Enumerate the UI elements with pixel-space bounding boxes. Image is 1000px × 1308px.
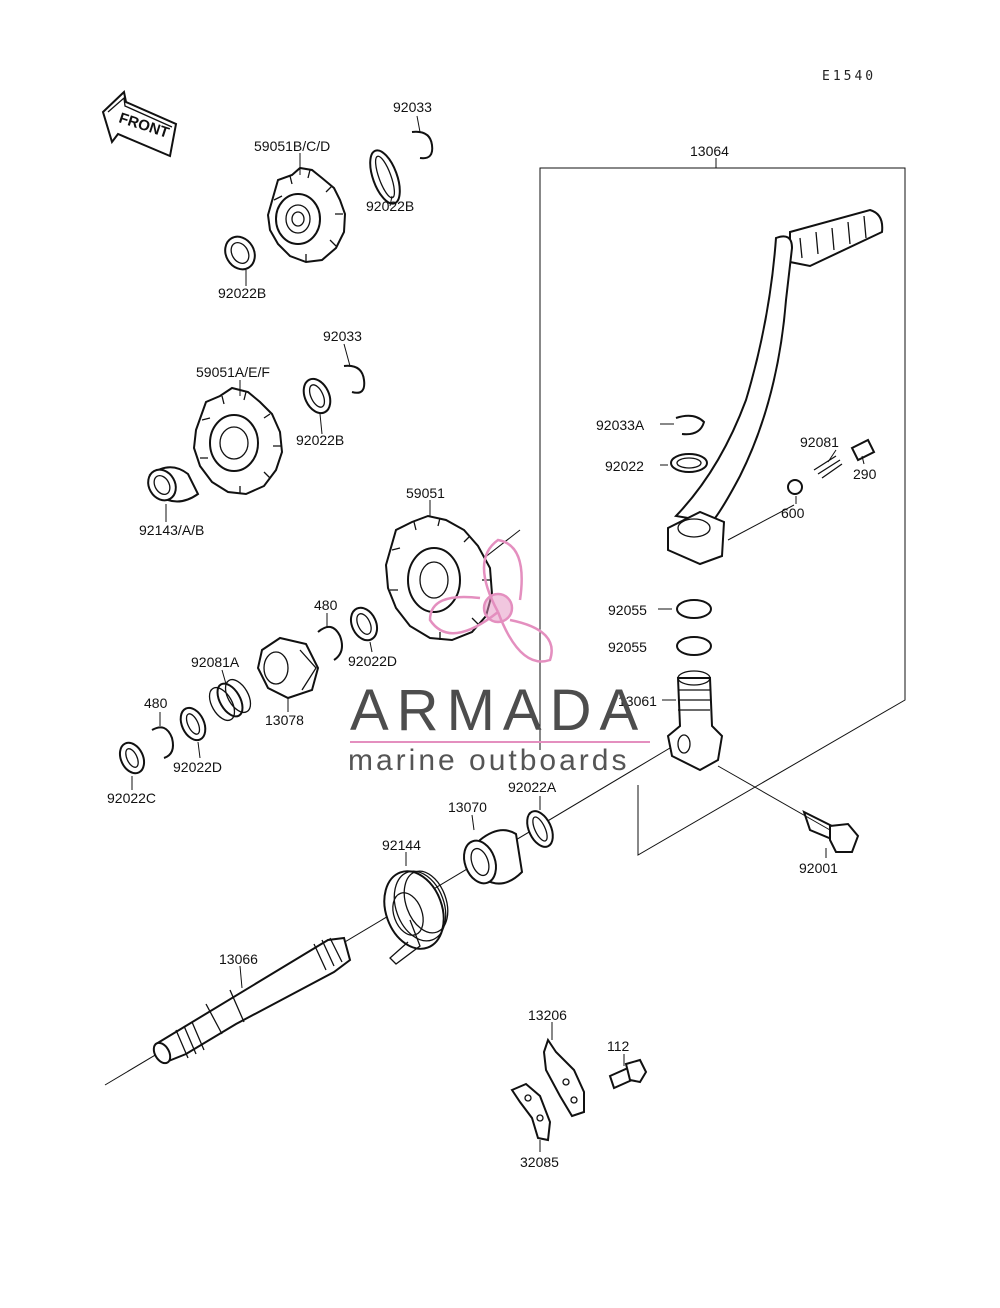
label-480-a: 480 bbox=[314, 597, 338, 613]
circlip-92033-mid bbox=[343, 364, 366, 394]
label-92081: 92081 bbox=[800, 434, 839, 450]
label-92001: 92001 bbox=[799, 860, 838, 876]
shaft-13061 bbox=[666, 670, 724, 772]
label-480-b: 480 bbox=[144, 695, 168, 711]
washer-92022b-mid bbox=[302, 377, 332, 415]
label-59051aef: 59051A/E/F bbox=[196, 364, 270, 380]
diagram-code: E1540 bbox=[822, 69, 876, 84]
washer-92022d-a bbox=[349, 606, 379, 642]
gear-59051aef bbox=[192, 386, 284, 496]
spring-92081 bbox=[813, 455, 843, 479]
label-13206: 13206 bbox=[528, 1007, 567, 1023]
front-arrow-icon: FRONT bbox=[101, 90, 178, 158]
cap-290 bbox=[850, 438, 876, 462]
washer-92022b-left bbox=[224, 235, 256, 271]
washer-92022 bbox=[670, 453, 708, 473]
spring-92081a bbox=[208, 678, 252, 722]
circlip-92033-top bbox=[411, 130, 434, 160]
label-92033a: 92033A bbox=[596, 417, 645, 433]
kick-shaft-13066 bbox=[152, 936, 352, 1065]
label-32085: 32085 bbox=[520, 1154, 559, 1170]
label-92022: 92022 bbox=[605, 458, 644, 474]
holder-13070 bbox=[463, 829, 524, 885]
label-13070: 13070 bbox=[448, 799, 487, 815]
bolt-92001 bbox=[802, 810, 860, 853]
label-13066: 13066 bbox=[219, 951, 258, 967]
label-92033-mid: 92033 bbox=[323, 328, 362, 344]
label-92033-top: 92033 bbox=[393, 99, 432, 115]
armada-watermark: ARMADA marine outboards bbox=[348, 538, 650, 777]
watermark-brand: ARMADA bbox=[350, 678, 646, 743]
spring-92144 bbox=[383, 870, 449, 965]
washer-92022c bbox=[118, 741, 146, 775]
kick-pedal-13064 bbox=[667, 208, 884, 566]
propeller-logo-icon bbox=[428, 538, 553, 663]
washer-92022a bbox=[526, 810, 554, 848]
label-92055-b: 92055 bbox=[608, 639, 647, 655]
label-59051: 59051 bbox=[406, 485, 445, 501]
label-112: 112 bbox=[607, 1038, 630, 1054]
part-labels: 92033 59051B/C/D 92022B 92022B 92033 590… bbox=[107, 99, 877, 1170]
label-92144: 92144 bbox=[382, 837, 421, 853]
label-92022c: 92022C bbox=[107, 790, 156, 806]
circlip-480-b bbox=[151, 726, 174, 759]
label-92022a: 92022A bbox=[508, 779, 557, 795]
kick-pedal-assembly-box bbox=[539, 158, 906, 856]
label-92022b-top: 92022B bbox=[366, 198, 414, 214]
label-92055-a: 92055 bbox=[608, 602, 647, 618]
watermark-tagline: marine outboards bbox=[348, 744, 629, 777]
ratchet-13078 bbox=[256, 636, 320, 700]
label-92022b-left: 92022B bbox=[218, 285, 266, 301]
gear-59051 bbox=[384, 514, 494, 642]
oring-92055-b bbox=[676, 636, 712, 656]
label-13061: 13061 bbox=[618, 693, 657, 709]
washer-92022b-top bbox=[369, 149, 401, 205]
circlip-92033a bbox=[675, 414, 706, 436]
label-13064: 13064 bbox=[690, 143, 729, 159]
label-92143: 92143/A/B bbox=[139, 522, 204, 538]
washer-92022d-b bbox=[179, 706, 207, 742]
label-600: 600 bbox=[781, 505, 805, 521]
label-92022d-a: 92022D bbox=[348, 653, 397, 669]
label-59051bcd: 59051B/C/D bbox=[254, 138, 330, 154]
bushing-92143 bbox=[147, 466, 200, 503]
label-92022b-mid: 92022B bbox=[296, 432, 344, 448]
label-13078: 13078 bbox=[265, 712, 304, 728]
label-92081a: 92081A bbox=[191, 654, 240, 670]
bolt-112 bbox=[608, 1058, 648, 1090]
circlip-480-a bbox=[317, 625, 343, 661]
plate-13206 bbox=[542, 1037, 585, 1118]
label-290: 290 bbox=[853, 466, 877, 482]
oring-92055-a bbox=[676, 599, 712, 619]
gear-59051bcd bbox=[266, 166, 347, 264]
ball-600 bbox=[787, 479, 803, 495]
guide-32085 bbox=[510, 1082, 552, 1142]
label-92022d-b: 92022D bbox=[173, 759, 222, 775]
leader-lines bbox=[131, 115, 865, 1152]
